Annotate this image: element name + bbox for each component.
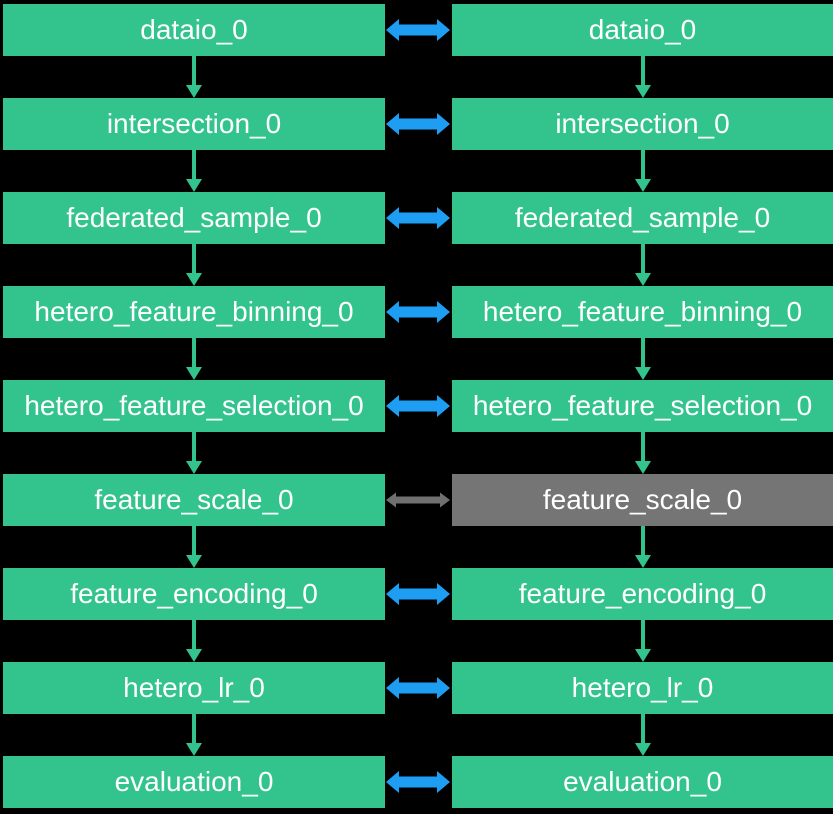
flow-arrow-icon	[635, 244, 651, 286]
sync-arrow-icon	[386, 301, 450, 323]
pipeline-row-hetero-feature-selection-0: hetero_feature_selection_0 hetero_featur…	[0, 380, 833, 432]
node-hetero-feature-binning-0-left[interactable]: hetero_feature_binning_0	[3, 286, 385, 338]
flow-arrow-icon	[635, 150, 651, 192]
flow-arrow-icon	[186, 244, 202, 286]
flow-arrow-icon	[635, 526, 651, 568]
sync-arrow-icon	[386, 19, 450, 41]
pipeline-row-hetero-lr-0: hetero_lr_0 hetero_lr_0	[0, 662, 833, 714]
sync-arrow-icon	[386, 207, 450, 229]
flow-arrow-icon	[186, 714, 202, 756]
flow-arrow-icon	[186, 56, 202, 98]
pipeline-row-intersection-0: intersection_0 intersection_0	[0, 98, 833, 150]
sync-arrow-icon	[386, 395, 450, 417]
node-dataio-0-left[interactable]: dataio_0	[3, 4, 385, 56]
node-intersection-0-left[interactable]: intersection_0	[3, 98, 385, 150]
node-evaluation-0-left[interactable]: evaluation_0	[3, 756, 385, 808]
node-hetero-lr-0-right[interactable]: hetero_lr_0	[452, 662, 833, 714]
sync-arrow-icon	[386, 113, 450, 135]
pipeline-row-feature-scale-0: feature_scale_0 feature_scale_0	[0, 474, 833, 526]
flow-arrow-icon	[186, 620, 202, 662]
node-feature-encoding-0-right[interactable]: feature_encoding_0	[452, 568, 833, 620]
flow-arrow-icon	[186, 526, 202, 568]
pipeline-row-dataio-0: dataio_0 dataio_0	[0, 4, 833, 56]
sync-arrow-icon	[386, 771, 450, 793]
node-intersection-0-right[interactable]: intersection_0	[452, 98, 833, 150]
pipeline-row-federated-sample-0: federated_sample_0 federated_sample_0	[0, 192, 833, 244]
pipeline-row-feature-encoding-0: feature_encoding_0 feature_encoding_0	[0, 568, 833, 620]
flow-arrow-icon	[186, 338, 202, 380]
flow-arrow-icon	[635, 338, 651, 380]
node-federated-sample-0-right[interactable]: federated_sample_0	[452, 192, 833, 244]
node-feature-encoding-0-left[interactable]: feature_encoding_0	[3, 568, 385, 620]
sync-arrow-icon	[386, 583, 450, 605]
flow-arrow-icon	[635, 620, 651, 662]
node-feature-scale-0-right[interactable]: feature_scale_0	[452, 474, 833, 526]
node-feature-scale-0-left[interactable]: feature_scale_0	[3, 474, 385, 526]
node-hetero-feature-selection-0-right[interactable]: hetero_feature_selection_0	[452, 380, 833, 432]
flow-arrow-icon	[186, 432, 202, 474]
node-hetero-lr-0-left[interactable]: hetero_lr_0	[3, 662, 385, 714]
pipeline-row-evaluation-0: evaluation_0 evaluation_0	[0, 756, 833, 808]
flow-arrow-icon	[635, 714, 651, 756]
sync-arrow-icon	[386, 492, 450, 508]
sync-arrow-icon	[386, 677, 450, 699]
flow-arrow-icon	[635, 56, 651, 98]
node-hetero-feature-binning-0-right[interactable]: hetero_feature_binning_0	[452, 286, 833, 338]
pipeline-row-hetero-feature-binning-0: hetero_feature_binning_0 hetero_feature_…	[0, 286, 833, 338]
node-evaluation-0-right[interactable]: evaluation_0	[452, 756, 833, 808]
node-dataio-0-right[interactable]: dataio_0	[452, 4, 833, 56]
node-hetero-feature-selection-0-left[interactable]: hetero_feature_selection_0	[3, 380, 385, 432]
flow-arrow-icon	[635, 432, 651, 474]
node-federated-sample-0-left[interactable]: federated_sample_0	[3, 192, 385, 244]
flow-arrow-icon	[186, 150, 202, 192]
